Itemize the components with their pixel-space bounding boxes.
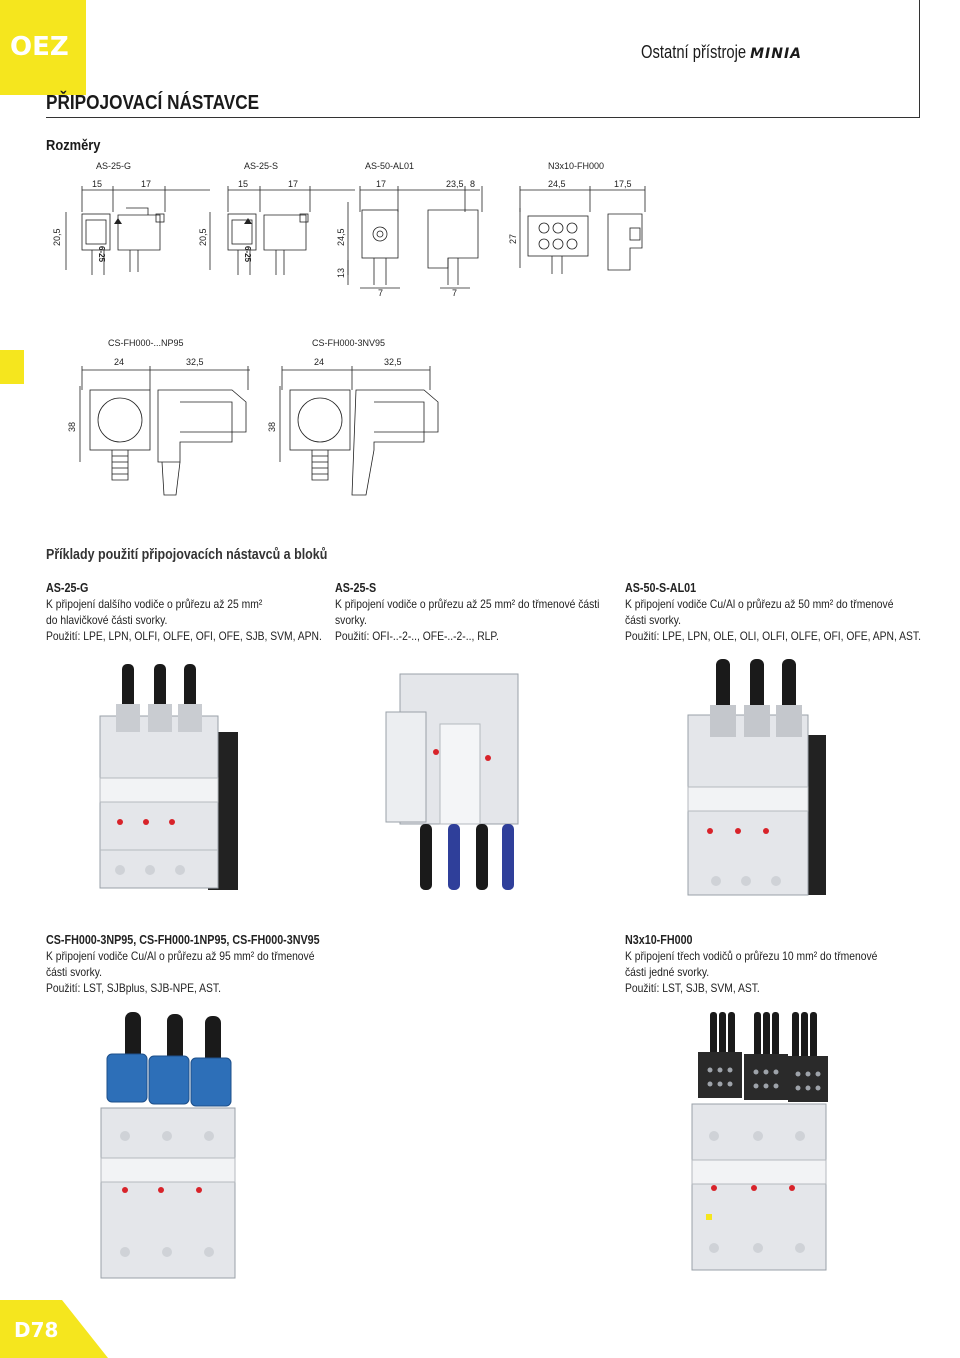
header-brand: MINIA [750, 46, 802, 62]
dim-label-as50al01: AS-50-AL01 [365, 161, 414, 171]
dim-value: 17,5 [614, 179, 632, 189]
dim-value: 24,5 [548, 179, 566, 189]
block-title: N3x10-FH000 [625, 933, 693, 947]
dim-value: 13 [336, 268, 346, 278]
dim-value: 38 [67, 422, 77, 432]
dim-label-cs3nv95: CS-FH000-3NV95 [312, 338, 385, 348]
block-line: Použití: LPE, LPN, OLE, OLI, OLFI, OLFE,… [625, 629, 921, 643]
block-line: části svorky. [46, 965, 103, 979]
block-title: AS-50-S-AL01 [625, 581, 697, 595]
example-block-as25s: AS-25-S K připojení vodiče o průřezu až … [335, 580, 620, 644]
block-line: K připojení třech vodičů o průřezu 10 mm… [625, 949, 878, 963]
product-image-as50 [687, 659, 826, 896]
block-line: K připojení vodiče Cu/Al o průřezu až 95… [46, 949, 315, 963]
part-mark: 6-25 [97, 246, 106, 263]
brand-logo: OEZ [10, 32, 69, 62]
block-line: do hlavičkové části svorky. [46, 613, 168, 627]
dim-value: 7 [452, 288, 457, 298]
dim-label-as25s: AS-25-S [244, 161, 278, 171]
product-image-n3x10 [691, 1012, 828, 1271]
dim-value: 17 [141, 179, 151, 189]
page-number: D78 [14, 1318, 59, 1342]
dim-value: 24 [314, 357, 324, 367]
block-title: AS-25-S [335, 581, 377, 595]
dim-value: 38 [267, 422, 277, 432]
examples-title: Příklady použití připojovacích nástavců … [46, 547, 328, 563]
dim-value: 15 [92, 179, 102, 189]
page-title: PŘIPOJOVACÍ NÁSTAVCE [46, 92, 260, 114]
brand-logo-box [0, 0, 86, 95]
dim-value: 20,5 [52, 228, 62, 246]
dim-value: 24 [114, 357, 124, 367]
block-line: části jedné svorky. [625, 965, 710, 979]
block-title: CS-FH000-3NP95, CS-FH000-1NP95, CS-FH000… [46, 933, 320, 947]
dim-value: 24,5 [336, 228, 346, 246]
block-line: K připojení vodiče o průřezu až 25 mm² d… [335, 597, 600, 611]
dim-value: 7 [378, 288, 383, 298]
dim-value: 17 [288, 179, 298, 189]
dim-value: 8 [470, 179, 475, 189]
block-line: svorky. [335, 613, 367, 627]
header-divider [919, 0, 920, 118]
block-line: Použití: OFI-..-2-.., OFE-..-2-.., RLP. [335, 629, 499, 643]
example-block-csfh000: CS-FH000-3NP95, CS-FH000-1NP95, CS-FH000… [46, 932, 376, 996]
dim-value: 32,5 [384, 357, 402, 367]
dim-value: 23,5 [446, 179, 464, 189]
dim-value: 17 [376, 179, 386, 189]
example-block-as25g: AS-25-G K připojení dalšího vodiče o prů… [46, 580, 331, 644]
product-image-as25s [385, 673, 519, 890]
example-block-as50: AS-50-S-AL01 K připojení vodiče Cu/Al o … [625, 580, 925, 644]
dimensions-title: Rozměry [46, 137, 101, 154]
block-line: K připojení dalšího vodiče o průřezu až … [46, 597, 263, 611]
product-image-csfh000 [100, 1012, 236, 1279]
dim-label-n3x10: N3x10-FH000 [548, 161, 604, 171]
block-title: AS-25-G [46, 581, 89, 595]
title-rule [46, 117, 920, 118]
page-number-tab [0, 1300, 108, 1358]
part-mark: 6-25 [243, 246, 252, 263]
header-title: Ostatní přístroje [640, 42, 746, 62]
example-block-n3x10: N3x10-FH000 K připojení třech vodičů o p… [625, 932, 925, 996]
dim-value: 15 [238, 179, 248, 189]
dim-value: 27 [508, 234, 518, 244]
block-line: K připojení vodiče Cu/Al o průřezu až 50… [625, 597, 894, 611]
header-title-group: Ostatní přístroje MINIA [618, 42, 802, 63]
dim-value: 32,5 [186, 357, 204, 367]
dim-label-csnp95: CS-FH000-...NP95 [108, 338, 184, 348]
block-line: Použití: LST, SJBplus, SJB-NPE, AST. [46, 981, 221, 995]
dim-label-as25g: AS-25-G [96, 161, 131, 171]
block-line: části svorky. [625, 613, 682, 627]
block-line: Použití: LST, SJB, SVM, AST. [625, 981, 760, 995]
side-tab-marker [0, 350, 24, 384]
block-line: Použití: LPE, LPN, OLFI, OLFE, OFI, OFE,… [46, 629, 322, 643]
product-image-as25g [99, 664, 238, 890]
dim-value: 20,5 [198, 228, 208, 246]
dimension-drawings: AS-25-G AS-25-S AS-50-AL01 N3x10-FH000 1… [52, 161, 646, 496]
